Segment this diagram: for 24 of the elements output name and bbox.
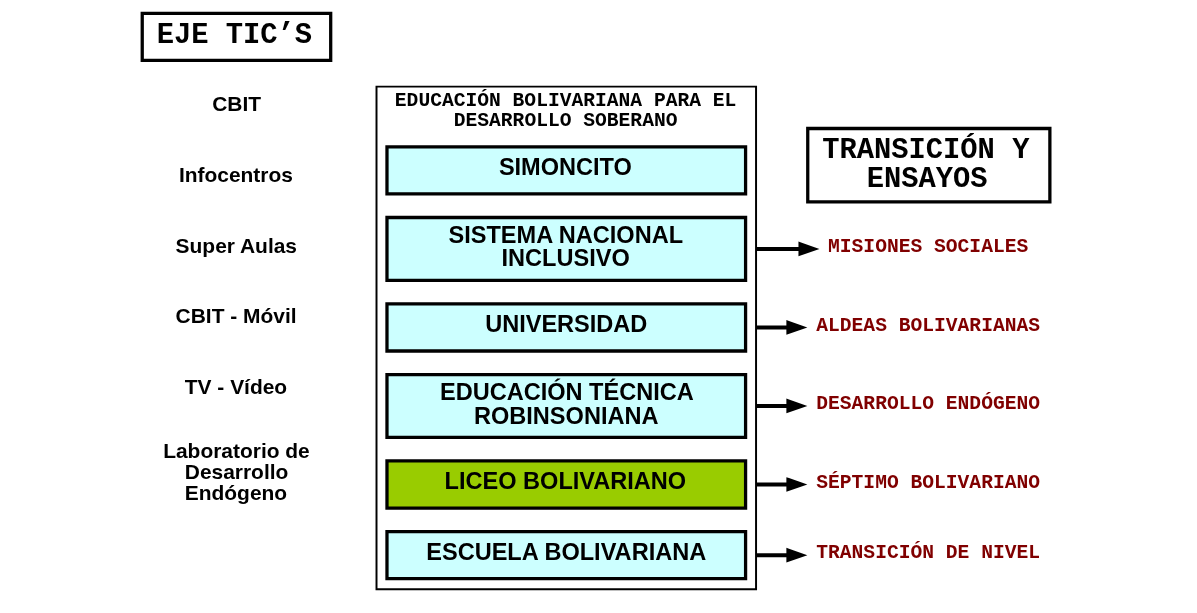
label: Super Aulas (175, 233, 297, 257)
arrow (755, 547, 807, 563)
node-text: DESARROLLO ENDÓGENO (815, 393, 1040, 416)
node-box: ESCUELA BOLIVARIANA (384, 529, 747, 581)
node-box: TRANSICIÓN Y ENSAYOS (805, 126, 1051, 204)
node-box: LICEO BOLIVARIANO (384, 459, 747, 510)
label: Infocentros (178, 162, 293, 186)
node-box: SISTEMA NACIONAL INCLUSIVO (384, 215, 747, 282)
node-text: ALDEAS BOLIVARIANAS (815, 314, 1040, 337)
node-box: UNIVERSIDAD (384, 302, 747, 353)
arrow (755, 398, 807, 414)
node-box: EDUCACIÓN TÉCNICA ROBINSONIANA (384, 372, 747, 439)
label: CBIT (211, 92, 261, 116)
node-text: MISIONES SOCIALES (827, 236, 1028, 259)
arrow (755, 477, 807, 492)
node-box: SIMONCITO (384, 145, 747, 196)
node-text: TRANSICIÓN DE NIVEL (815, 542, 1040, 565)
arrow (755, 320, 807, 335)
node-box: EJE TIC’S (140, 11, 332, 63)
label: CBIT - Móvil (175, 304, 297, 328)
label: Laboratorio de Desarrollo Endógeno (162, 439, 310, 504)
arrow (755, 241, 819, 257)
node-text: SÉPTIMO BOLIVARIANO (815, 471, 1040, 494)
label: TV - Vídeo (184, 374, 287, 398)
